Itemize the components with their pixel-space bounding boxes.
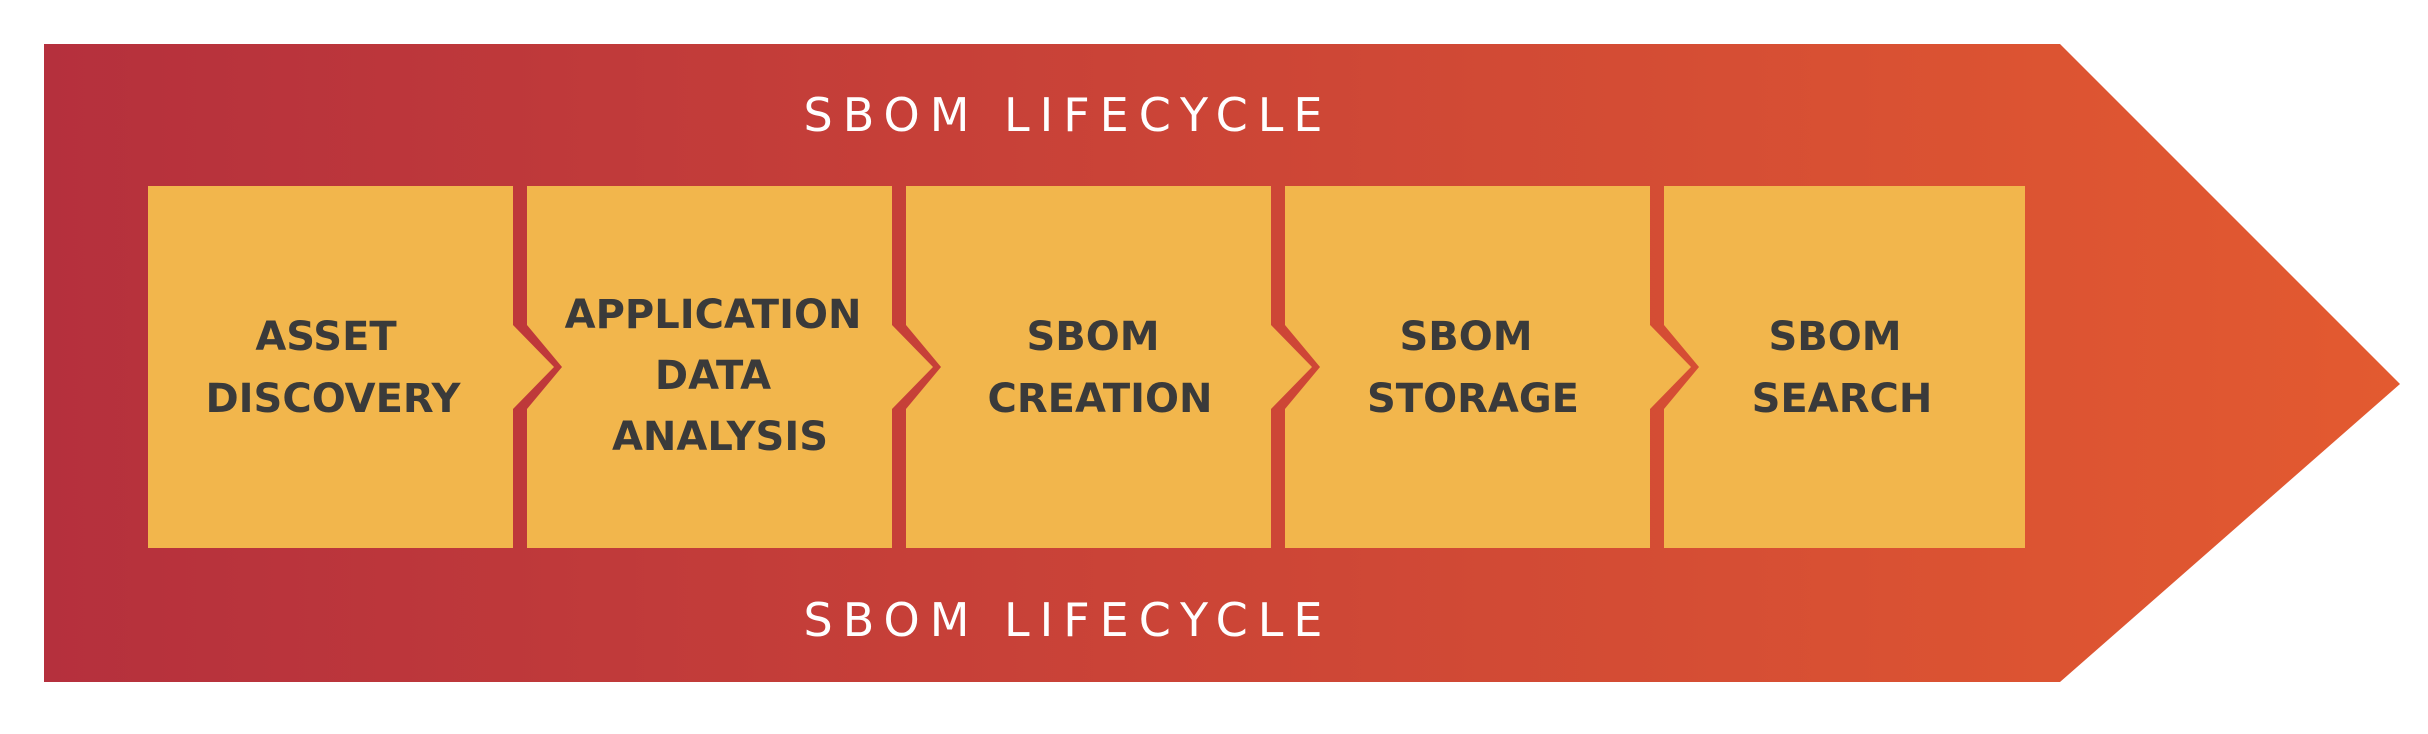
step-1: APPLICATION DATA ANALYSIS — [565, 292, 876, 460]
step-4: SBOM SEARCH — [1752, 314, 1933, 422]
step-label: ASSET DISCOVERY — [205, 314, 461, 422]
step-label-line: SBOM — [1768, 314, 1901, 360]
step-label-line: APPLICATION — [565, 292, 862, 338]
step-label-line: SBOM — [1399, 314, 1532, 360]
step-label-line: STORAGE — [1367, 376, 1579, 422]
banner-bottom-label: SBOM LIFECYCLE — [804, 593, 1333, 647]
step-label: SBOM CREATION — [988, 314, 1213, 422]
step-label: APPLICATION DATA ANALYSIS — [565, 292, 876, 460]
step-label: SBOM SEARCH — [1752, 314, 1933, 422]
banner-top-label: SBOM LIFECYCLE — [804, 88, 1333, 142]
step-0: ASSET DISCOVERY — [205, 314, 461, 422]
step-label-line: DISCOVERY — [205, 376, 461, 422]
step-label-line: SEARCH — [1752, 376, 1933, 422]
step-label-line: ASSET — [255, 314, 397, 360]
step-label: SBOM STORAGE — [1367, 314, 1579, 422]
step-box — [148, 186, 554, 548]
step-2: SBOM CREATION — [988, 314, 1213, 422]
step-label-line: CREATION — [988, 376, 1213, 422]
step-label-line: ANALYSIS — [612, 414, 828, 460]
step-box — [1664, 186, 2025, 548]
step-label-line: DATA — [655, 353, 771, 399]
step-3: SBOM STORAGE — [1367, 314, 1579, 422]
step-box — [1285, 186, 1691, 548]
step-label-line: SBOM — [1026, 314, 1159, 360]
step-box — [527, 186, 933, 548]
step-box — [906, 186, 1312, 548]
